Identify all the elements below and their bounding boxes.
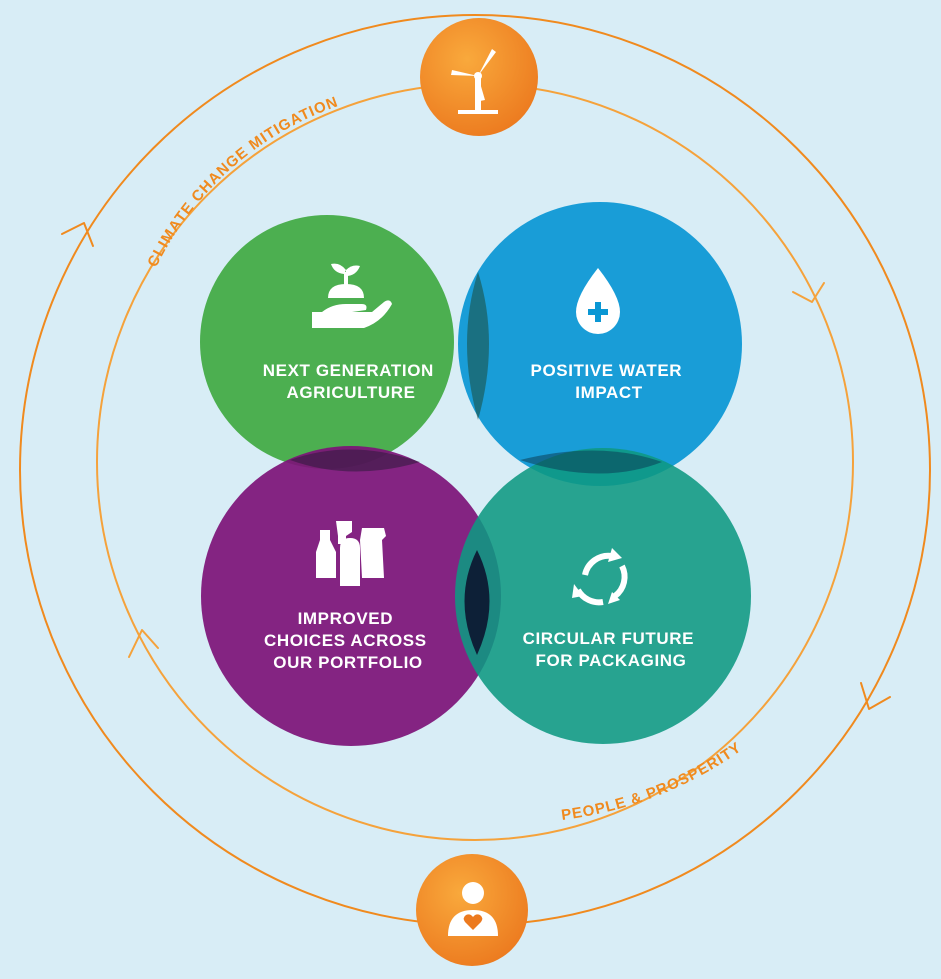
water-label: POSITIVE WATER IMPACT — [531, 361, 688, 402]
overlap-shading — [290, 272, 662, 655]
people-badge — [416, 854, 528, 966]
packaging-label: CIRCULAR FUTURE FOR PACKAGING — [523, 629, 700, 670]
agriculture-label: NEXT GENERATION AGRICULTURE — [263, 361, 439, 402]
wind-turbine-icon — [451, 49, 498, 114]
outer-arrow-right — [860, 682, 891, 710]
person-heart-icon — [448, 882, 498, 936]
water-drop-plus-icon — [576, 268, 620, 334]
prosperity-label: PEOPLE & PROSPERITY — [560, 739, 745, 824]
inner-arrow-left — [128, 629, 159, 658]
circle-choices — [201, 446, 501, 746]
venn-circles — [200, 202, 751, 746]
recycle-arrows-icon — [572, 548, 628, 606]
choices-label: IMPROVED CHOICES ACROSS OUR PORTFOLIO — [264, 609, 432, 672]
climate-badge — [420, 18, 538, 136]
circle-water — [458, 202, 742, 486]
people-badge-circle — [416, 854, 528, 966]
outer-ring — [19, 14, 931, 926]
hand-seedling-icon — [312, 263, 392, 328]
bottles-packages-icon — [316, 521, 386, 586]
circle-agriculture — [200, 215, 454, 469]
inner-ring — [96, 83, 854, 841]
outer-arrow-left — [61, 222, 94, 247]
inner-arrow-right — [792, 282, 825, 303]
circle-packaging — [455, 448, 751, 744]
